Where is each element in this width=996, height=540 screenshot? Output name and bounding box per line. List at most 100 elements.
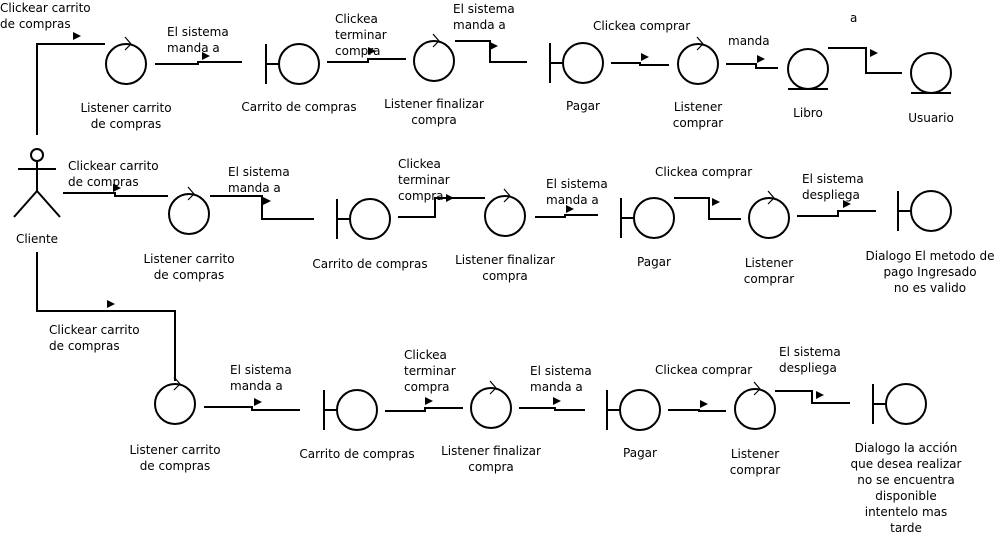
row2-listener-finalizar-circle	[484, 195, 526, 237]
row1-listener-finalizar-circle	[413, 40, 455, 82]
row3-link-comprar	[668, 409, 726, 412]
row1-listener-carrito-arrowhead	[124, 36, 132, 51]
row2-carrito-circle	[349, 198, 391, 240]
row1-listener-finalizar-arrowhead	[432, 33, 440, 48]
row2-listener-comprar-arrowhead	[767, 190, 775, 205]
row1-arrow-manda-1	[202, 52, 210, 60]
row1-arrow-terminar	[368, 47, 376, 55]
row3-arrow-manda-1	[254, 398, 262, 406]
row3-arrow-actor	[107, 300, 115, 308]
row3-link-despliega	[775, 390, 850, 404]
row2-listener-comprar-circle	[748, 197, 790, 239]
row3-arrow-despliega	[816, 391, 824, 399]
row1-listener-carrito-circle	[105, 43, 147, 85]
row2-link-actor	[63, 192, 168, 197]
row2-arrow-manda-1	[263, 197, 271, 205]
row3-arrow-terminar	[425, 397, 433, 405]
row2-msg-comprar: Clickea comprar	[655, 165, 752, 179]
row1-arrow-manda-2	[490, 42, 498, 50]
row3-listener-carrito-circle	[154, 383, 196, 425]
row2-link-manda-2	[535, 214, 598, 218]
row2-arrow-terminar	[446, 194, 454, 202]
row2-link-comprar	[674, 197, 741, 220]
row2-listener-carrito-circle	[168, 193, 210, 235]
actor-label: Cliente	[16, 232, 58, 246]
row1-label-usuario: Usuario	[908, 111, 954, 125]
row3-link-actor	[36, 252, 176, 381]
row1-pagar-circle	[562, 42, 604, 84]
row1-label-pagar: Pagar	[566, 99, 600, 113]
row3-carrito-circle	[336, 389, 378, 431]
row1-listener-comprar-circle	[677, 43, 719, 85]
actor-right-leg	[36, 190, 61, 218]
row1-usuario-circle	[910, 52, 952, 94]
row2-arrow-comprar	[712, 198, 720, 206]
row1-carrito-circle	[278, 43, 320, 85]
row2-arrow-actor	[113, 184, 121, 192]
row3-link-manda-1	[204, 406, 300, 411]
row1-libro-circle	[787, 48, 829, 90]
row1-msg-a: a	[850, 11, 857, 25]
row1-arrow-manda-3	[757, 55, 765, 63]
row2-label-carrito: Carrito de compras	[312, 257, 427, 271]
row3-arrow-manda-2	[553, 397, 561, 405]
row3-listener-carrito-arrowhead	[173, 376, 181, 391]
row1-msg-manda-3: manda	[728, 34, 770, 48]
row3-pagar-circle	[619, 389, 661, 431]
row3-listener-finalizar-circle	[470, 387, 512, 429]
row3-listener-comprar-arrowhead	[753, 381, 761, 396]
row2-link-manda-1	[210, 195, 314, 220]
row1-arrow-comprar	[641, 53, 649, 61]
row1-link-comprar	[611, 62, 669, 66]
row1-arrow-a	[870, 49, 878, 57]
actor-head	[30, 148, 44, 162]
row2-pagar-circle	[633, 197, 675, 239]
row2-arrow-despliega	[843, 200, 851, 208]
row3-dialogo-circle	[885, 383, 927, 425]
row2-arrow-manda-2	[566, 205, 574, 213]
row3-label-pagar: Pagar	[623, 446, 657, 460]
row3-label-carrito: Carrito de compras	[299, 447, 414, 461]
row2-label-pagar: Pagar	[637, 255, 671, 269]
row1-listener-comprar-arrowhead	[696, 36, 704, 51]
row1-link-manda-3	[726, 63, 778, 69]
row3-msg-comprar: Clickea comprar	[655, 363, 752, 377]
row3-listener-finalizar-arrowhead	[489, 380, 497, 395]
row1-label-carrito: Carrito de compras	[241, 100, 356, 114]
row1-link-a	[828, 47, 902, 74]
row3-arrow-comprar	[700, 400, 708, 408]
row2-listener-finalizar-arrowhead	[503, 188, 511, 203]
row2-link-terminar	[398, 197, 485, 218]
row2-link-despliega	[797, 210, 876, 217]
actor-left-leg	[13, 190, 38, 218]
row2-listener-carrito-arrowhead	[187, 186, 195, 201]
row3-link-terminar	[385, 407, 463, 412]
row1-link-manda-2	[455, 40, 527, 63]
row1-arrow-actor	[73, 32, 81, 40]
row1-msg-comprar: Clickea comprar	[593, 19, 690, 33]
row3-link-manda-2	[519, 407, 585, 411]
row1-link-terminar	[327, 58, 406, 63]
row1-label-libro: Libro	[793, 106, 823, 120]
